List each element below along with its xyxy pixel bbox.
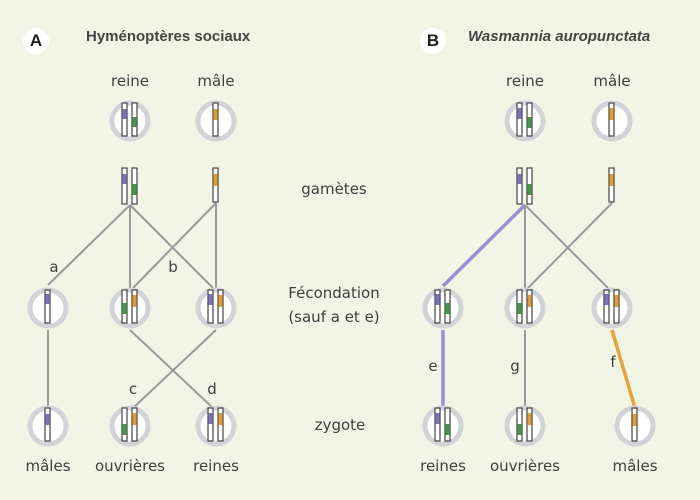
zygote-cell-b-males	[614, 405, 656, 447]
zygote-cell-a-males	[27, 405, 69, 447]
panel-b-title: Wasmannia auropunctata	[468, 28, 651, 45]
gametes-label: gamètes	[301, 180, 367, 198]
male-label-b: mâle	[593, 72, 631, 90]
male-cell-b	[591, 100, 633, 142]
letter-g: g	[510, 357, 520, 375]
bottom-label-males-a: mâles	[25, 457, 71, 475]
bottom-label-queens-a: reines	[193, 457, 239, 475]
fecondation-cell-b-left	[422, 287, 464, 329]
male-cell-a	[195, 100, 237, 142]
letter-c: c	[128, 380, 138, 398]
queen-cell-a	[109, 100, 151, 142]
panel-a-lines	[47, 202, 217, 409]
letter-f: f	[610, 353, 616, 371]
panel-a-badge: A	[23, 28, 49, 54]
queen-gametes-b	[516, 167, 533, 205]
letter-d: d	[207, 380, 217, 398]
male-gamete-a	[212, 167, 219, 203]
letter-e: e	[428, 357, 438, 375]
zygote-cell-b-workers	[504, 405, 546, 447]
bottom-label-workers-b: ouvrières	[489, 457, 561, 475]
fecondation-exception-label: (sauf a et e)	[288, 308, 380, 326]
queen-gametes-a	[121, 167, 138, 205]
queen-label-b: reine	[506, 72, 544, 90]
panel-b-badge: B	[420, 28, 446, 54]
zygote-cell-a-workers	[109, 405, 151, 447]
bottom-label-queens-b: reines	[420, 457, 466, 475]
bottom-label-males-b: mâles	[612, 457, 658, 475]
letter-a: a	[49, 258, 59, 276]
bottom-label-workers-a: ouvrières	[94, 457, 166, 475]
fecondation-cell-b-right	[591, 287, 633, 329]
panel-a-title: Hyménoptères sociaux	[86, 28, 251, 45]
fecondation-cell-a-right	[195, 287, 237, 329]
fecondation-cell-a-middle	[109, 287, 151, 329]
male-label-a: mâle	[197, 72, 235, 90]
queen-cell-b	[504, 100, 546, 142]
zygote-cell-a-queens	[195, 405, 237, 447]
panel-b-lines	[441, 202, 637, 409]
queen-label-a: reine	[111, 72, 149, 90]
male-gamete-b	[608, 167, 615, 203]
letter-b: b	[168, 258, 178, 276]
zygote-cell-b-queens	[422, 405, 464, 447]
zygote-label: zygote	[314, 416, 366, 434]
fecondation-cell-a-left	[27, 287, 69, 329]
fecondation-label: Fécondation	[288, 284, 380, 302]
fecondation-cell-b-middle	[504, 287, 546, 329]
